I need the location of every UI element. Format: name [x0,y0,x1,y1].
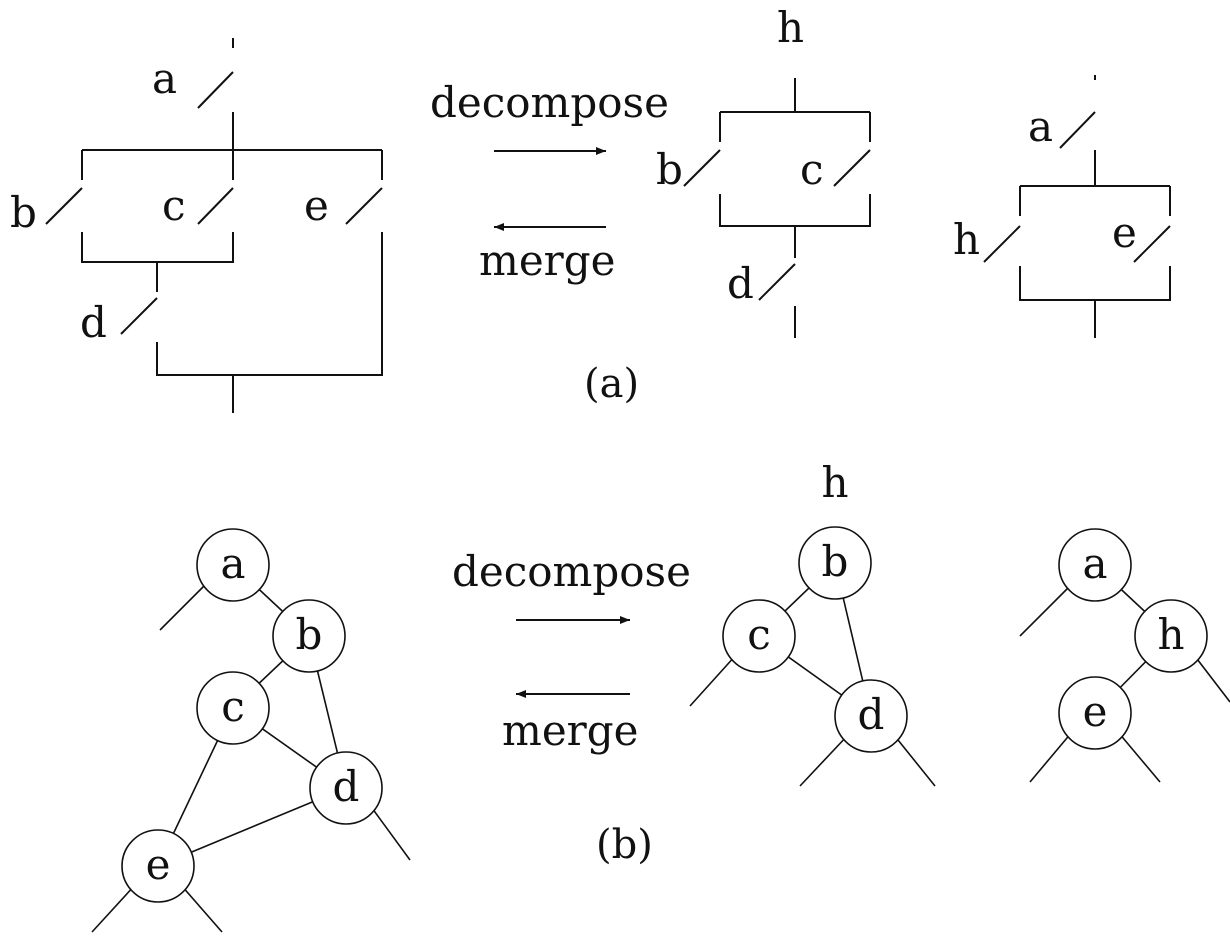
switch-label-h-b: b [656,145,683,194]
switch-b [45,187,83,225]
bc-join [81,232,234,263]
stub-rest-h [1193,654,1230,703]
arrows-b: decompose merge [452,547,691,755]
original-graph: a b c d e [91,528,411,933]
graph-h-node-b: b [798,526,872,600]
terminal-label-h: h [777,3,804,52]
switch-label-e: e [304,181,329,230]
stub-e-right [180,884,223,933]
switch-e [345,187,383,225]
rest-bottom-bus [1019,266,1171,301]
graph-rest-label-h: h [1157,610,1184,659]
switch-label-rest-e: e [1112,208,1137,257]
node-label-b: b [296,610,323,659]
panel-b: a b c d e decompose merge [91,458,1230,933]
stub-h-d-right [893,734,936,787]
switch-h-b [683,149,721,187]
stub-h-c [689,654,737,707]
switch-c [197,187,234,225]
graph-rest-label-a: a [1082,539,1107,588]
switch-label-d: d [80,298,107,347]
stub-h-d-left [799,734,849,787]
graph-h-label-d: d [858,690,885,739]
decompose-label-b: decompose [452,547,691,596]
node-label-d: d [333,762,360,811]
graph-rest-label-e: e [1083,687,1108,736]
switch-a [197,71,234,109]
node-label-a: a [220,539,245,588]
stub-rest-a [1019,583,1073,637]
graph-rest: a h e [1019,528,1230,783]
graph-h-title: h [821,458,848,507]
stub-rest-e-right [1117,731,1161,783]
switch-label-rest-h: h [953,215,980,264]
graph-h-label-b: b [822,537,849,586]
graph-node-a: a [196,528,270,602]
switch-h-c [833,149,871,187]
switch-label-b: b [10,188,37,237]
caption-b: (b) [596,822,653,868]
graph-node-e: e [121,829,195,903]
switch-label-rest-a: a [1028,102,1053,151]
caption-a: (a) [584,361,639,407]
switch-label-a: a [152,54,177,103]
switch-label-h-d: d [727,259,754,308]
stub-d [371,807,411,861]
node-label-c: c [221,682,245,731]
switch-rest-h [983,225,1021,263]
graph-node-b: b [272,599,346,673]
switch-label-c: c [162,181,186,230]
switch-label-h-c: c [800,145,824,194]
decompose-label-a: decompose [430,78,669,127]
switch-rest-e [1133,225,1171,263]
graph-h-label-c: c [747,610,771,659]
graph-h-node-c: c [722,599,796,673]
stub-rest-e-left [1029,731,1073,783]
node-label-e: e [146,840,171,889]
original-switch-network: a b c d e [10,38,383,413]
panel-a: a b c d e decompose merge h b [10,3,1171,413]
graph-rest-node-h: h [1134,599,1208,673]
graph-rest-node-a: a [1058,528,1132,602]
component-h-network: h b c d [656,3,871,338]
switch-d [120,297,158,335]
merge-label-a: merge [479,236,616,285]
graph-node-c: c [196,671,270,745]
merge-label-b: merge [502,706,639,755]
switch-h-d [758,263,796,301]
switch-rest-a [1059,111,1096,149]
bottom-bus [156,232,383,376]
stub-e-left [91,884,136,933]
graph-rest-node-e: e [1058,676,1132,750]
arrows-a: decompose merge [430,78,669,285]
graph-node-d: d [309,751,383,825]
stub-a [159,579,211,631]
component-rest-network: a h e [953,75,1171,338]
graph-h-node-d: d [834,679,908,753]
graph-h: h b c d [689,458,936,787]
h-bottom-bus [719,194,871,227]
